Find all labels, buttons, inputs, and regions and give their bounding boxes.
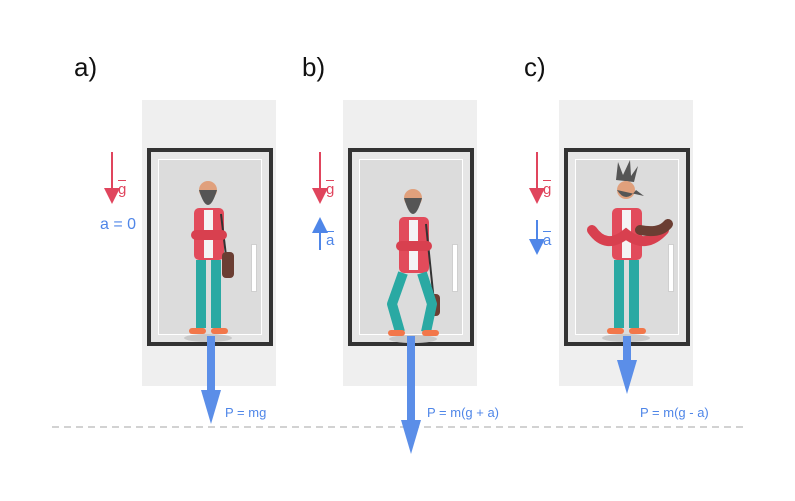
person-standing-icon [184, 181, 234, 342]
door-handle [452, 244, 458, 292]
weight-arrow-a-shaft [207, 336, 215, 392]
panel-a-label: a) [74, 52, 98, 82]
gravity-label-a: g [118, 180, 127, 198]
acceleration-label-b: a [326, 231, 335, 249]
acceleration-label-c: a [543, 231, 552, 249]
weight-formula-b: P = m(g + a) [427, 405, 500, 420]
weight-arrow-b-shaft [407, 336, 415, 422]
weight-formula-a: P = mg [225, 405, 267, 420]
door-handle [668, 244, 674, 292]
weight-arrow-a-head [201, 390, 221, 424]
gravity-symbol: g [326, 180, 335, 198]
acceleration-zero-label: a = 0 [100, 216, 137, 233]
panel-c-label: c) [524, 52, 546, 82]
door-handle [251, 244, 257, 292]
gravity-label-c: g [543, 180, 552, 198]
person-floating-icon [587, 160, 673, 342]
acceleration-symbol: a [543, 231, 552, 249]
gravity-symbol: g [543, 180, 552, 198]
weight-formula-c: P = m(g - a) [640, 405, 709, 420]
weight-arrow-c-shaft [623, 336, 631, 362]
gravity-symbol: g [118, 180, 127, 198]
acceleration-symbol: a [326, 231, 335, 249]
gravity-label-b: g [326, 180, 335, 198]
panel-b-label: b) [302, 52, 326, 82]
weight-arrow-c-head [617, 360, 637, 394]
weight-arrow-b-head [401, 420, 421, 454]
